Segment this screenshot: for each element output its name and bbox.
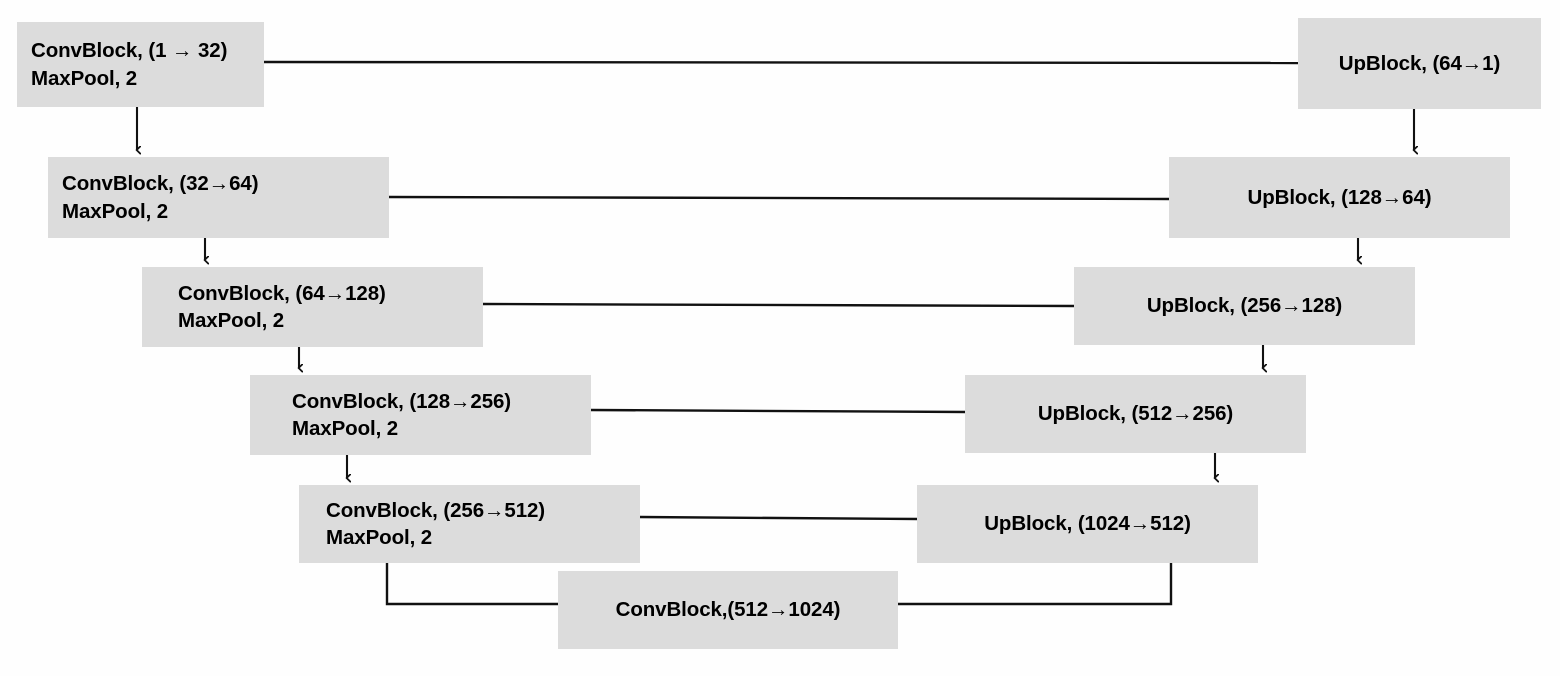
node-decoder-2-line1: UpBlock, (128→64)	[1247, 185, 1432, 209]
node-encoder-5[interactable]: ConvBlock, (256→512) MaxPool, 2	[299, 485, 640, 563]
skip-enc3-dec3	[481, 302, 1076, 308]
node-encoder-1[interactable]: ConvBlock, (1 → 32) MaxPool, 2	[17, 22, 264, 107]
node-decoder-4-line1: UpBlock, (512→256)	[1037, 402, 1234, 426]
node-encoder-2-line2: MaxPool, 2	[62, 199, 169, 223]
node-encoder-2-line1: ConvBlock, (32→64)	[62, 172, 259, 196]
skip-enc5-dec5	[638, 515, 919, 521]
node-decoder-3-line1: UpBlock, (256→128)	[1146, 294, 1343, 318]
node-encoder-4-line2: MaxPool, 2	[292, 417, 399, 440]
node-bottleneck-line1: ConvBlock,(512→1024)	[615, 598, 841, 622]
node-decoder-5[interactable]: UpBlock, (1024→512)	[917, 485, 1258, 563]
node-encoder-3-line2: MaxPool, 2	[178, 309, 285, 332]
node-decoder-4[interactable]: UpBlock, (512→256)	[965, 375, 1306, 453]
node-decoder-1[interactable]: UpBlock, (64→1)	[1298, 18, 1541, 109]
node-encoder-5-line1: ConvBlock, (256→512)	[326, 498, 546, 522]
node-encoder-2[interactable]: ConvBlock, (32→64) MaxPool, 2	[48, 157, 389, 238]
skip-enc1-dec1	[262, 60, 1300, 65]
node-decoder-3[interactable]: UpBlock, (256→128)	[1074, 267, 1415, 345]
node-encoder-3-line1: ConvBlock, (64→128)	[178, 281, 386, 305]
node-decoder-5-line1: UpBlock, (1024→512)	[984, 512, 1191, 536]
node-bottleneck[interactable]: ConvBlock,(512→1024)	[558, 571, 898, 649]
node-encoder-4[interactable]: ConvBlock, (128→256) MaxPool, 2	[250, 375, 591, 455]
node-encoder-5-line2: MaxPool, 2	[326, 526, 433, 549]
node-encoder-4-line1: ConvBlock, (128→256)	[292, 389, 512, 413]
node-encoder-3[interactable]: ConvBlock, (64→128) MaxPool, 2	[142, 267, 483, 347]
skip-enc2-dec2	[387, 195, 1171, 201]
link-enc5-bottleneck	[385, 561, 560, 606]
node-decoder-1-line1: UpBlock, (64→1)	[1338, 51, 1501, 75]
node-encoder-1-line2: MaxPool, 2	[31, 66, 138, 90]
skip-enc4-dec4	[589, 408, 967, 414]
node-decoder-2[interactable]: UpBlock, (128→64)	[1169, 157, 1510, 238]
node-encoder-1-line1: ConvBlock, (1 → 32)	[31, 39, 228, 63]
link-bottleneck-dec5	[896, 561, 1173, 606]
